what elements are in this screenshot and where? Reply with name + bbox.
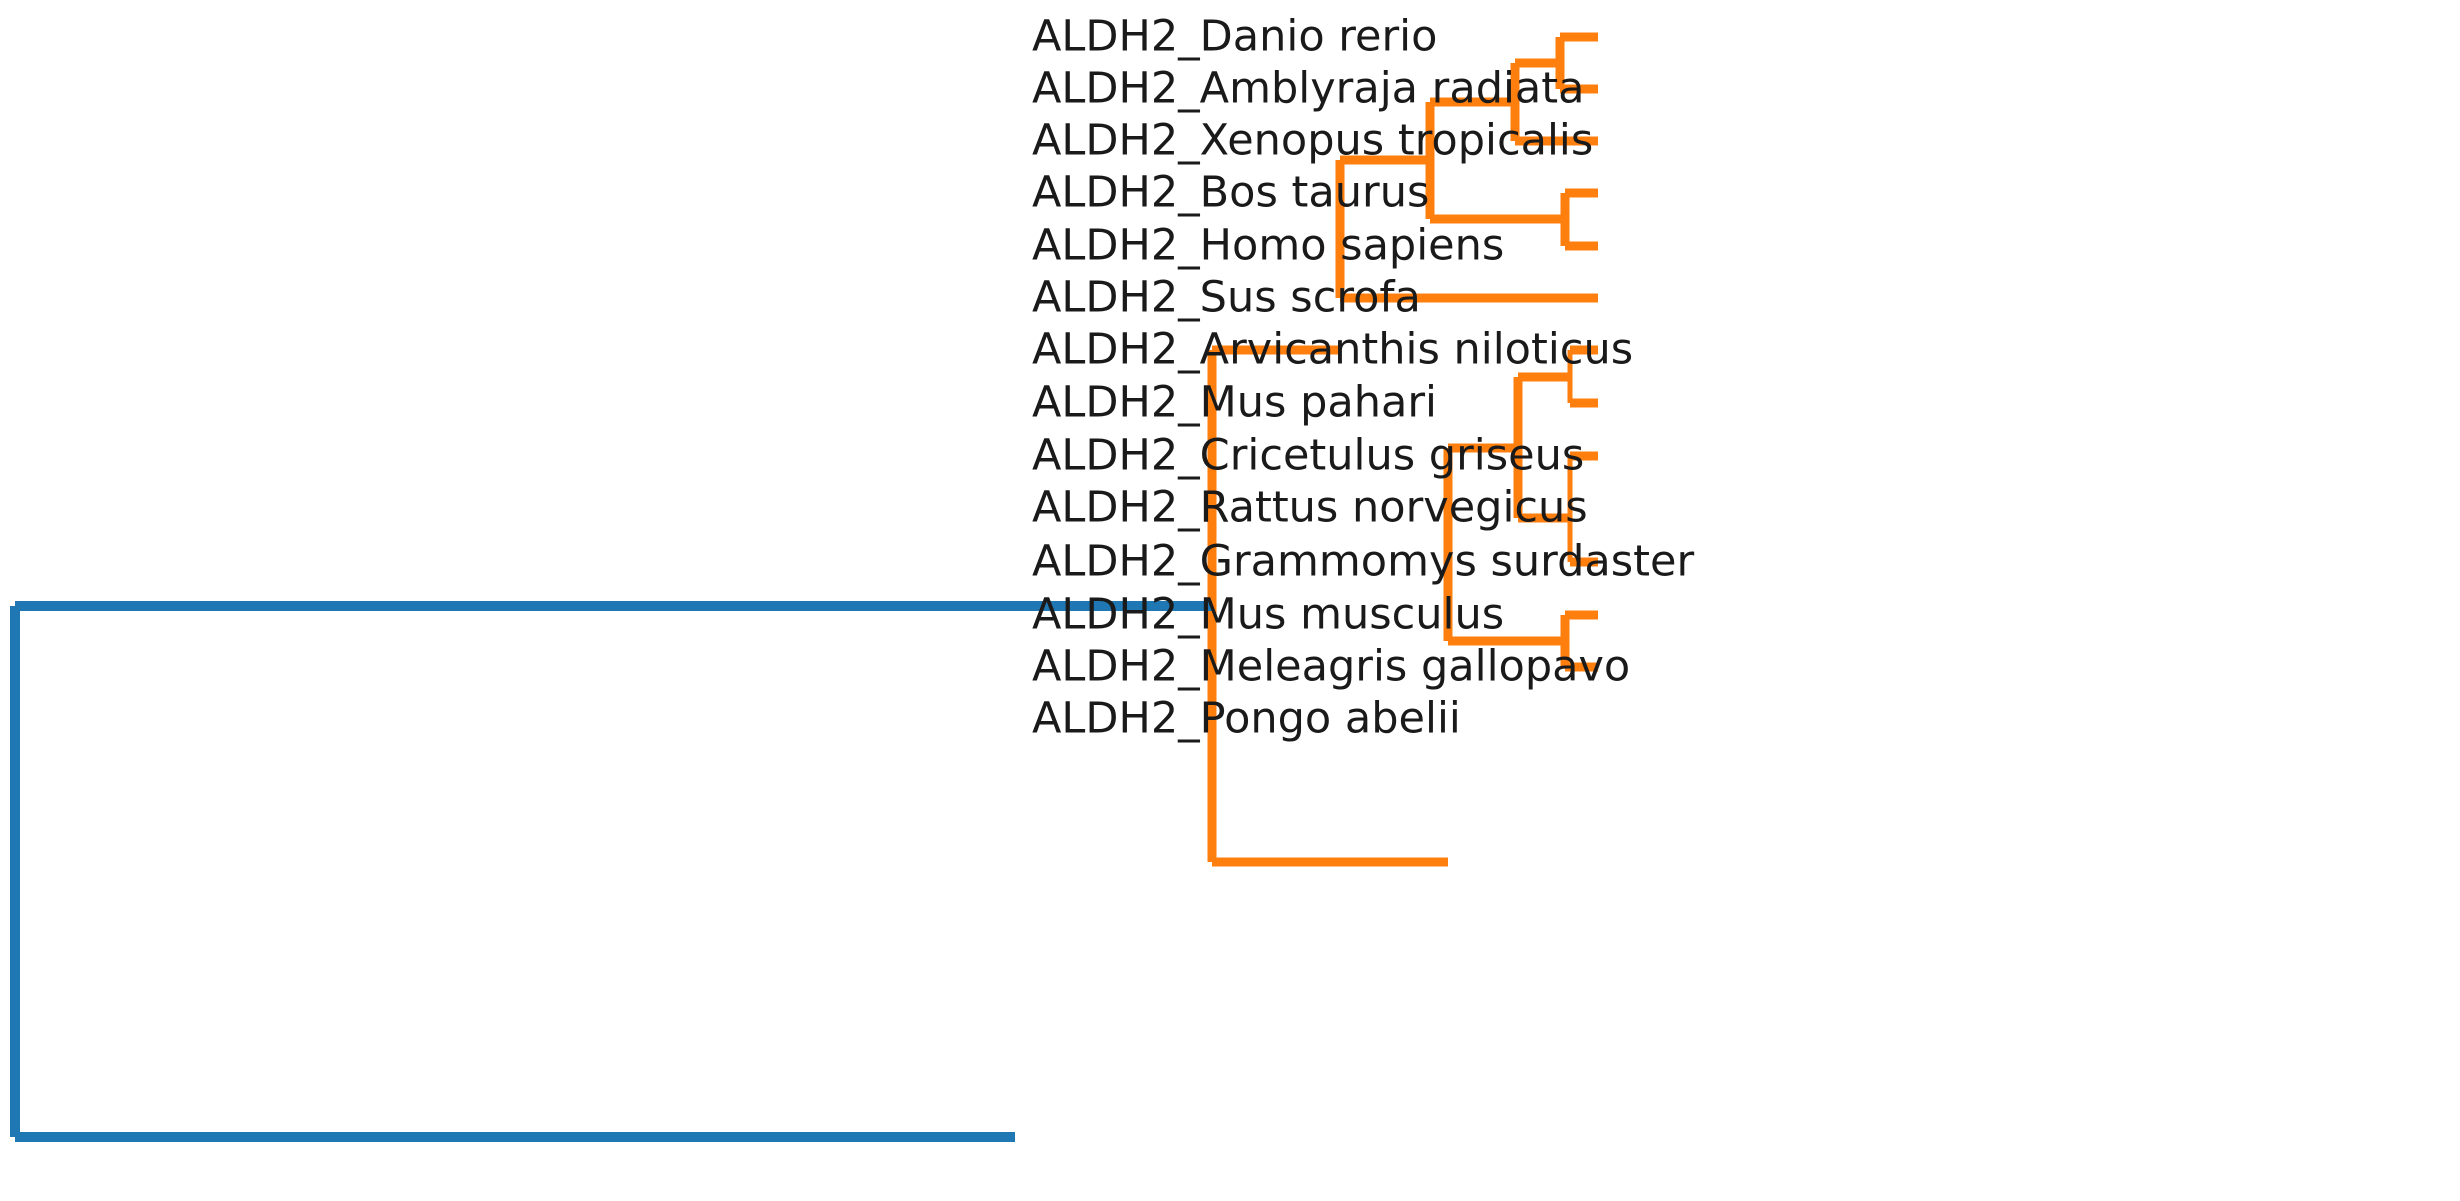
leaf-label-0: ALDH2_Danio rerio [1032,11,1438,62]
leaf-label-6: ALDH2_Arvicanthis niloticus [1032,324,1634,375]
leaf-label-12: ALDH2_Meleagris gallopavo [1032,641,1631,692]
leaf-label-7: ALDH2_Mus pahari [1032,377,1437,428]
leaf-label-4: ALDH2_Homo sapiens [1032,220,1505,271]
leaf-label-9: ALDH2_Rattus norvegicus [1032,482,1588,533]
leaf-label-2: ALDH2_Xenopus tropicalis [1032,115,1594,166]
leaf-label-13: ALDH2_Pongo abelii [1032,693,1461,744]
leaf-label-5: ALDH2_Sus scrofa [1032,272,1421,323]
leaf-label-1: ALDH2_Amblyraja radiata [1032,63,1585,114]
leaf-label-11: ALDH2_Mus musculus [1032,589,1505,640]
dendrogram-links-group [10,32,1598,1142]
leaf-label-10: ALDH2_Grammomys surdaster [1032,536,1695,587]
leaf-label-3: ALDH2_Bos taurus [1032,167,1430,218]
leaf-label-8: ALDH2_Cricetulus griseus [1032,430,1585,481]
